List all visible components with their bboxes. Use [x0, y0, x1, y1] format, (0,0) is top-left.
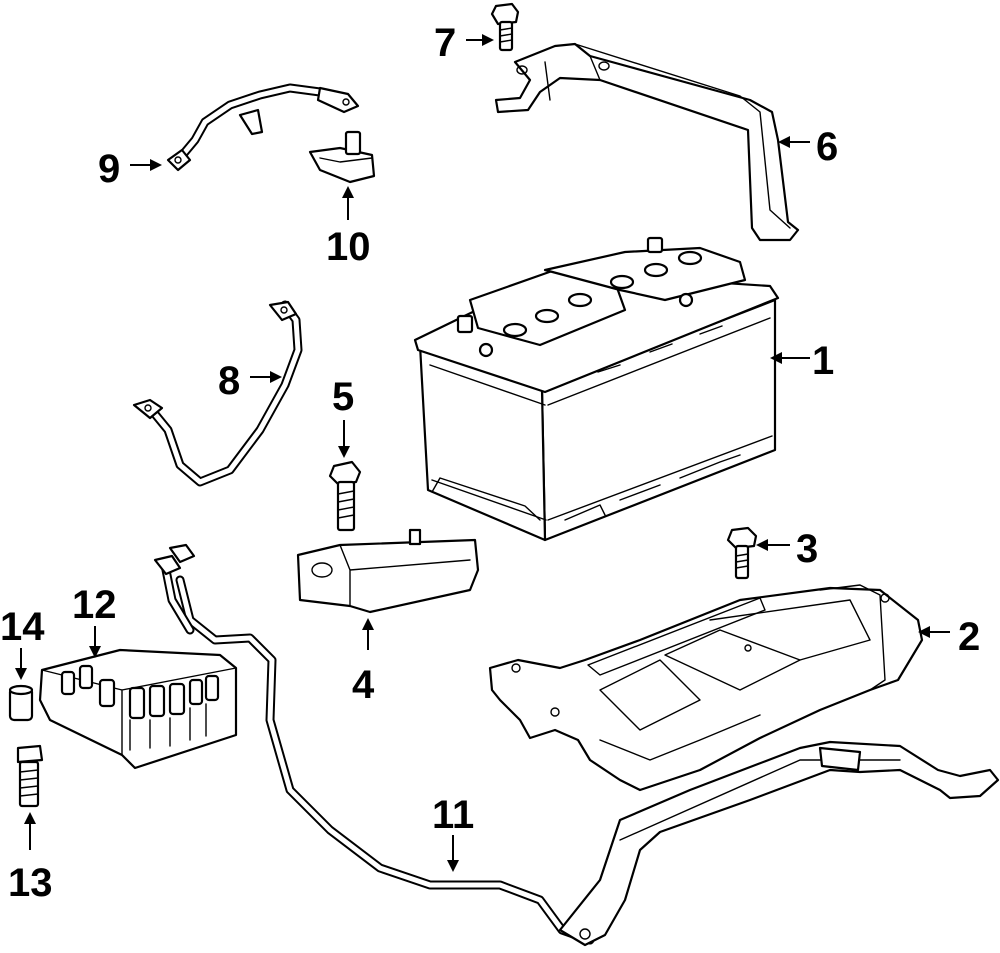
- battery-sensor: [308, 130, 376, 184]
- junction-box: [38, 648, 238, 770]
- negative-cable: [166, 83, 360, 172]
- callout-12: 12: [72, 583, 117, 627]
- bolt-3: [726, 526, 758, 580]
- callout-6: 6: [816, 125, 838, 169]
- callout-labels: 1 2 3 4 5 6 7 8 9 10 11 12 13 14: [0, 21, 980, 905]
- callout-9: 9: [98, 147, 120, 191]
- callout-3: 3: [796, 527, 818, 571]
- terminal-cap: [8, 684, 34, 722]
- callout-5: 5: [332, 375, 354, 419]
- bolt-7: [490, 2, 520, 52]
- callout-8: 8: [218, 359, 240, 403]
- callout-1: 1: [812, 339, 834, 383]
- callout-7: 7: [434, 21, 456, 65]
- callout-2: 2: [958, 615, 980, 659]
- stud: [16, 744, 44, 808]
- callout-10: 10: [326, 225, 371, 269]
- callout-11: 11: [432, 793, 474, 837]
- bolt-5: [328, 460, 362, 532]
- wiring-harness: [153, 543, 1000, 947]
- battery: [413, 236, 780, 542]
- callout-14: 14: [0, 605, 45, 649]
- callout-13: 13: [8, 861, 53, 905]
- battery-tray: [488, 584, 924, 792]
- callout-arrows: [15, 34, 950, 872]
- hold-down-clamp: [296, 528, 480, 614]
- positive-cable: [132, 300, 303, 487]
- hold-down-bracket: [494, 42, 800, 242]
- callout-4: 4: [352, 663, 375, 707]
